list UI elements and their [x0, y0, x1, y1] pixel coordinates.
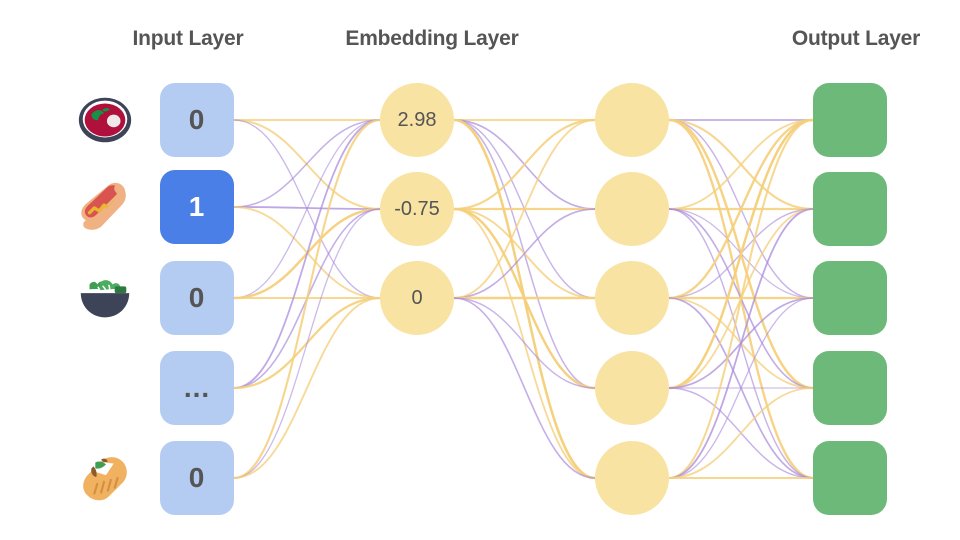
input-node-4-value: 0: [188, 462, 206, 493]
embedding-node-2-value: 0: [411, 286, 423, 309]
embedding-node-0-value: 2.98: [397, 108, 437, 131]
input-node-0[interactable]: 0: [160, 83, 234, 157]
output-node-2[interactable]: [813, 261, 887, 335]
embedding-layer-title: Embedding Layer: [345, 27, 519, 50]
input-node-3[interactable]: ...: [160, 351, 234, 425]
input-node-0-value: 0: [188, 104, 206, 135]
embedding-node-1[interactable]: -0.75: [380, 172, 454, 246]
hot-dog-icon: [74, 176, 136, 238]
input-node-1-value: 1: [188, 191, 206, 222]
input-layer-title: Input Layer: [132, 27, 244, 50]
edges-embedding-to-hidden: [453, 118, 596, 480]
input-node-1[interactable]: 1: [160, 170, 234, 244]
input-node-3-value: ...: [183, 372, 211, 403]
embedding-node-1-value: -0.75: [394, 197, 440, 220]
output-node-3[interactable]: [813, 351, 887, 425]
edges-hidden-to-output: [668, 118, 814, 480]
output-node-1[interactable]: [813, 172, 887, 246]
green-salad-icon: [74, 267, 136, 329]
output-node-4[interactable]: [813, 441, 887, 515]
hidden-node-3[interactable]: [595, 351, 669, 425]
burrito-icon: [74, 447, 136, 509]
output-layer-title: Output Layer: [791, 27, 921, 50]
edges-input-to-embedding: [233, 118, 381, 480]
hidden-node-0[interactable]: [595, 83, 669, 157]
hidden-node-2[interactable]: [595, 261, 669, 335]
output-node-0[interactable]: [813, 83, 887, 157]
embedding-node-2[interactable]: 0: [380, 261, 454, 335]
hidden-node-4[interactable]: [595, 441, 669, 515]
hidden-node-1[interactable]: [595, 172, 669, 246]
meat-bowl-icon: [74, 89, 136, 151]
input-node-2-value: 0: [188, 282, 206, 313]
input-node-4[interactable]: 0: [160, 441, 234, 515]
input-node-2[interactable]: 0: [160, 261, 234, 335]
embedding-node-0[interactable]: 2.98: [380, 83, 454, 157]
